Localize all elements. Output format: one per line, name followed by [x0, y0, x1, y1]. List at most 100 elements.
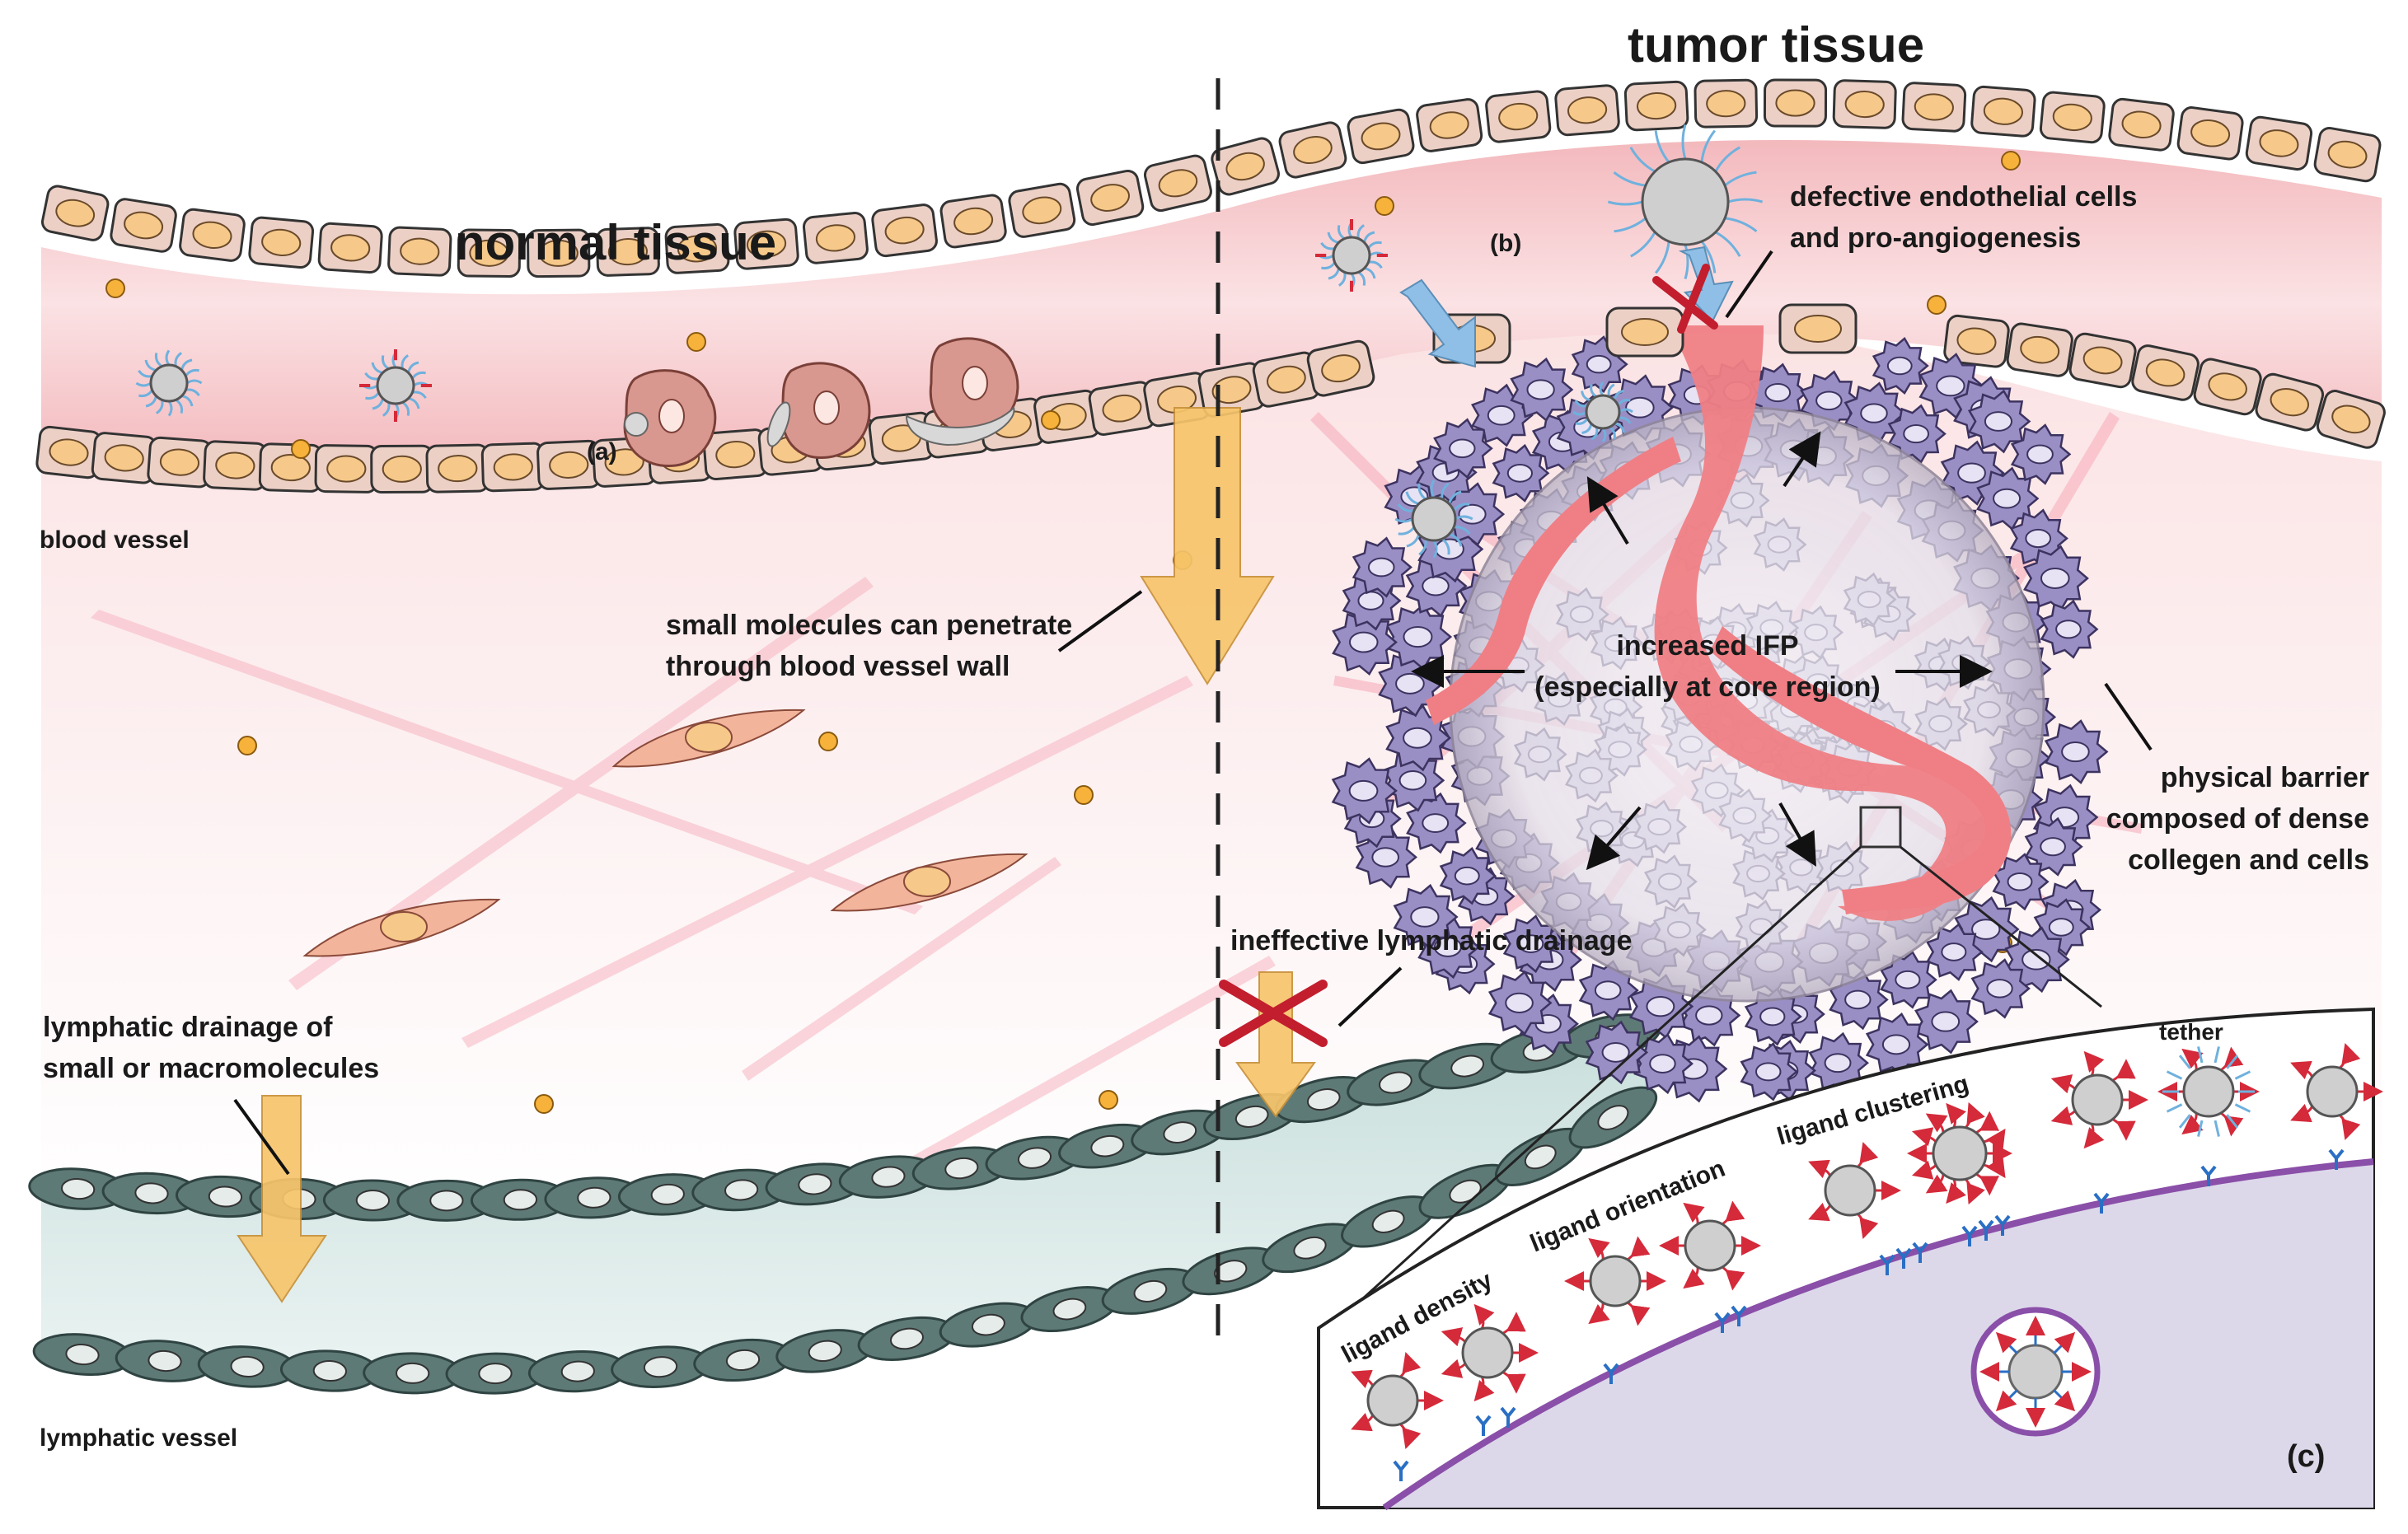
tumor-cell	[1382, 748, 1445, 812]
endothelial-cell	[41, 185, 110, 241]
tumor-cell	[1406, 792, 1467, 854]
tumor-cell	[1970, 958, 2031, 1019]
endothelial-cell	[1901, 82, 1967, 133]
lymph-drainage-arrow	[237, 1095, 327, 1303]
receptor-icon	[2200, 1165, 2217, 1186]
lymphatic-endothelium-top	[28, 1013, 1661, 1222]
tumor-vessel-loop	[1710, 626, 2012, 914]
molecule-dot	[1099, 1090, 1118, 1110]
blood-cells	[623, 337, 1019, 468]
pegylated-nanoparticle	[1394, 479, 1473, 559]
endothelial-cell	[314, 444, 379, 493]
receptor-icon	[1994, 1214, 2011, 1236]
lymph-cell	[396, 1179, 497, 1222]
lymph-cell	[1182, 1246, 1279, 1296]
label-ineffective-lymph: ineffective lymphatic drainage	[1230, 925, 1633, 956]
endothelial-cell	[1306, 339, 1375, 397]
endothelial-cell	[248, 216, 315, 269]
tumor-cell	[1740, 1042, 1799, 1101]
receptor-icon	[1912, 1242, 1928, 1263]
pegylated-nanoparticle	[1315, 219, 1388, 292]
receptor-icon	[1961, 1225, 1978, 1246]
ligand-particle	[1351, 1352, 1444, 1449]
endothelial-cell	[1832, 79, 1897, 129]
blood-vessel-lumen	[41, 140, 2382, 465]
lymph-cell	[911, 1146, 1011, 1190]
lymph-cell	[101, 1172, 202, 1215]
endothelial-cell	[1763, 78, 1828, 128]
penetration-arrow	[1140, 407, 1275, 685]
endothelial-cell	[203, 440, 268, 491]
molecule-dot	[1074, 785, 1094, 805]
endothelial-cell	[91, 432, 157, 484]
receptor-icon	[2093, 1192, 2110, 1214]
tumor-cell	[1385, 603, 1453, 671]
tumor-vessel-trunk	[1654, 325, 2002, 921]
receptor-icon	[1393, 1460, 1409, 1481]
receptor-icon	[2328, 1148, 2345, 1170]
tumor-cell	[2024, 816, 2083, 877]
tumor-vessel-branch	[1426, 437, 1681, 725]
ligand-particle	[2050, 1050, 2148, 1149]
tumor-cell	[1808, 1031, 1870, 1094]
label-panel-b: (b)	[1490, 230, 1521, 257]
tumor-cell	[1992, 853, 2050, 911]
lymph-cell	[175, 1175, 275, 1218]
lymph-cell	[544, 1176, 644, 1219]
endothelial-cell	[1075, 169, 1145, 227]
label-defective-2: and pro-angiogenesis	[1790, 222, 2081, 254]
label-lymphatic-vessel: lymphatic vessel	[40, 1424, 237, 1452]
tumor-cell	[1843, 381, 1906, 445]
pegylated-nanoparticle	[359, 349, 432, 422]
tumor-cell	[1510, 357, 1574, 423]
lymph-cell	[939, 1302, 1038, 1348]
endothelial-cell	[802, 212, 869, 264]
label-barrier-2: composed of dense	[2106, 803, 2369, 835]
tumor-core	[1449, 406, 2045, 1003]
endothelial-cell	[2255, 372, 2325, 432]
molecule-dot	[534, 1094, 554, 1114]
lymph-cell	[279, 1349, 380, 1392]
endothelium-bottom	[35, 314, 2386, 493]
endothelial-cell	[664, 222, 730, 274]
lymph-cell	[1203, 1092, 1301, 1140]
lymph-cell	[1020, 1286, 1119, 1332]
endothelial-cell	[425, 443, 490, 493]
endothelial-cell	[1252, 351, 1320, 408]
endothelial-cell	[110, 198, 177, 253]
pegylated-nanoparticle	[135, 349, 203, 417]
molecule-dot	[237, 736, 257, 755]
receptor-icon	[1895, 1247, 1912, 1269]
endothelial-cell	[2316, 390, 2386, 449]
endothelial-cell	[939, 194, 1007, 249]
title-tumor-tissue: tumor tissue	[1628, 17, 1924, 72]
lymph-cell	[115, 1340, 215, 1382]
receptor-icon	[1475, 1415, 1492, 1436]
label-lymph-drainage-1: lymphatic drainage of	[43, 1012, 333, 1043]
endothelial-cell	[1943, 314, 2010, 368]
endothelial-cell	[702, 428, 769, 481]
receptor-icon	[1978, 1219, 1994, 1241]
endothelial-cell	[35, 425, 102, 479]
tumor-cell	[1865, 1012, 1929, 1077]
fibroblasts	[302, 709, 1028, 957]
endothelial-cell	[317, 222, 383, 274]
tumor-cell	[1585, 1020, 1649, 1085]
lymphatic-endothelium-bottom	[32, 1086, 1658, 1395]
endothelial-cell	[2068, 332, 2137, 389]
endothelial-cell	[2131, 344, 2200, 401]
tumor-cell	[1433, 418, 1493, 479]
zoom-lines	[1317, 806, 2102, 1340]
endothelial-cell	[1143, 154, 1212, 213]
collagen-fibers	[91, 577, 1276, 1188]
tether-peg	[2162, 1046, 2255, 1137]
tumor-cell	[1926, 923, 1984, 981]
tumor-cell	[1633, 1033, 1694, 1095]
molecule-dot	[105, 278, 125, 298]
label-small-molecules-1: small molecules can penetrate	[666, 610, 1072, 641]
endothelial-cell	[536, 439, 602, 490]
pegylated-nanoparticle	[1607, 124, 1764, 280]
lymphatic-vessel-lumen	[41, 1030, 1648, 1374]
ligand-particle	[1564, 1236, 1666, 1326]
